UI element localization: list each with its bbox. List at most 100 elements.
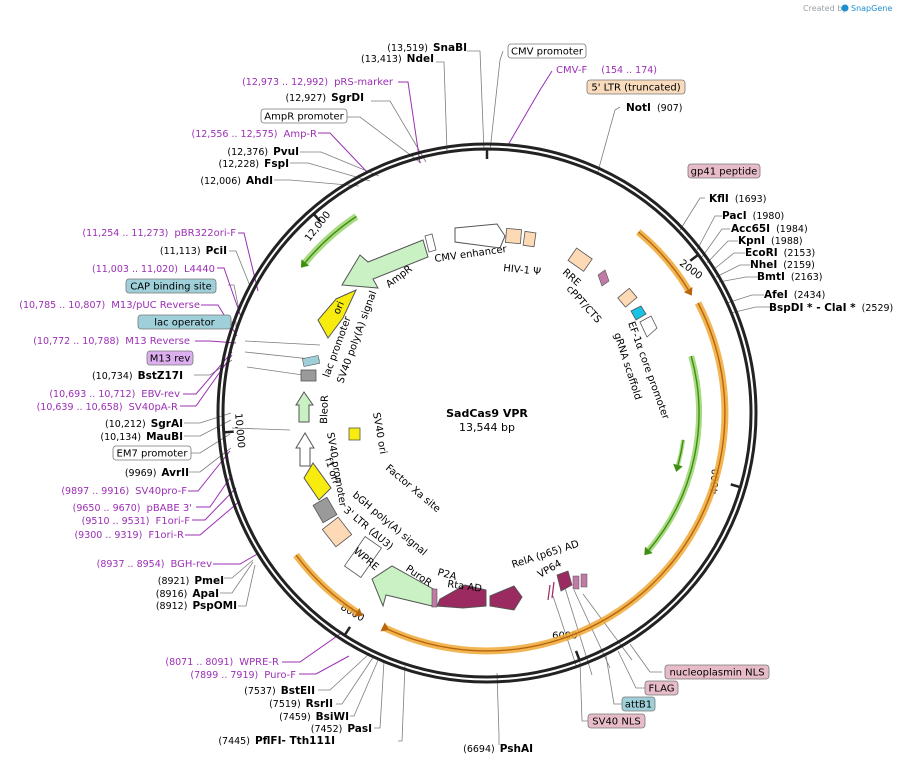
enzyme-site-label: (12,927)SgrDI [285, 92, 364, 104]
feature-band-line [382, 302, 726, 652]
arrowhead-icon [354, 608, 363, 617]
enzyme-site-label: KpnI(1988) [738, 235, 803, 247]
tick-mark [223, 430, 234, 434]
enzyme-site-label: (7459)BsiWI [279, 711, 349, 723]
primer-label: (12,973 .. 12,992)pRS-marker [242, 77, 394, 88]
label-ori: ori [332, 300, 347, 316]
rre-box [567, 247, 593, 272]
feature-box [146, 350, 194, 366]
feature-box-label: SV40 NLS [592, 717, 641, 728]
enzyme-site-label: AfeI(2434) [764, 289, 825, 301]
primer-labels: (12,973 .. 12,992)pRS-marker (12,556 .. 1… [19, 65, 657, 681]
feature-box-label: CMV promoter [511, 47, 584, 58]
enzyme-site-label: (12,376)PvuI [227, 146, 299, 158]
enzyme-site-label: (7537)BstEII [244, 685, 315, 697]
label-rta-ad: Rta AD [447, 579, 483, 595]
enzyme-site-label: (10,212)SgrAI [105, 418, 183, 430]
feature-box [664, 664, 770, 680]
ampr-arrow [341, 239, 429, 289]
feature-band-line [648, 355, 700, 551]
feature-box-label: 5' LTR (truncated) [591, 83, 680, 94]
tick-mark [312, 213, 322, 223]
label-hiv-psi: HIV-1 Ψ [503, 263, 542, 278]
feature-box-label: AmpR promoter [264, 112, 344, 123]
gp41-arrow [597, 269, 610, 287]
nls-box-1 [572, 575, 580, 590]
feature-box [112, 445, 192, 461]
cppt-box [617, 287, 638, 308]
primer-label: (11,003 .. 11,020)L4440 [92, 264, 215, 275]
enzyme-site-label: NotI(907) [626, 102, 682, 114]
hiv-psi-box-2 [522, 230, 537, 248]
enzyme-site-label: (12,006)AhdI [200, 175, 273, 187]
ef1a-arrow [630, 305, 647, 321]
enzyme-site-label: EcoRI(2153) [745, 247, 815, 259]
tick-label: 10,000 [232, 413, 246, 449]
feature-band-line [677, 439, 684, 466]
label-factor-xa: Factor Xa site [383, 463, 442, 515]
tick-mark [730, 483, 741, 489]
primer-label: (8937 .. 8954)BGH-rev [97, 559, 212, 570]
hiv-psi-box [504, 227, 523, 245]
primer-label: (8071 .. 8091)WPRE-R [165, 657, 279, 668]
feature-arcs [293, 213, 729, 655]
label-sv40-ori: SV40 ori [370, 412, 388, 455]
enzyme-site-label: BmtI(2163) [757, 271, 822, 283]
enzyme-site-label: BspDI * - ClaI *(2529) [769, 302, 893, 314]
rta-ad-arrow [436, 584, 487, 609]
snapgene-logo-icon [841, 4, 849, 12]
enzyme-site-label: (8916)ApaI [156, 588, 219, 600]
enzyme-labels: (13,519)SnaBI(13,413)NdeI (12,927)SgrDI (1… [92, 42, 893, 755]
ampr-promoter-arrow [424, 233, 437, 253]
primer-label: (12,556 .. 12,575)Amp-R [192, 129, 318, 140]
flag-line-2 [547, 584, 551, 601]
bgh-box [312, 496, 338, 524]
feature-box-label: lac operator [154, 318, 215, 329]
enzyme-site-label: (13,519)SnaBI [387, 42, 467, 54]
feature-band-line [295, 554, 358, 613]
enzyme-site-label: KflI(1693) [709, 193, 766, 205]
primer-label: CMV-F(154 .. 174) [556, 65, 657, 76]
feature-band-line [637, 231, 689, 290]
created-by-label: Created by [803, 4, 847, 13]
enzyme-site-label: (7452)PasI [311, 723, 372, 735]
feature-box [507, 43, 587, 59]
primer-label: (10,785 .. 10,807)M13/pUC Reverse [19, 300, 200, 311]
p2a-box [431, 588, 438, 608]
arrowhead-icon [380, 622, 389, 632]
plasmid-length: 13,544 bp [459, 421, 515, 434]
ori-arrow [317, 288, 358, 339]
feature-box [586, 79, 686, 95]
tick-mark [343, 626, 352, 636]
primer-label: (7899 .. 7919)Puro-F [190, 670, 296, 681]
enzyme-site-label: (10,734)BstZ17I [92, 370, 183, 382]
feature-box-label: M13 rev [150, 354, 191, 365]
label-bleor: BleoR [319, 395, 331, 424]
vp64-arrow [556, 570, 573, 592]
primer-label: (9510 .. 9531)F1ori-F [82, 516, 191, 527]
enzyme-site-label: (9969)AvrII [125, 467, 189, 479]
label-cppt: cPPT/CTS [564, 284, 603, 326]
enzyme-site-label: (12,228)FspI [218, 158, 289, 170]
inner-features [295, 223, 658, 611]
enzyme-site-label: (13,413)NdeI [361, 53, 434, 65]
enzyme-site-label: (7445)PflFI- Tth111I [218, 735, 335, 747]
primer-label: (11,254 .. 11,273)pBR322ori-F [82, 228, 236, 239]
snapgene-brand: SnapGene [851, 4, 892, 13]
bleor-arrow [295, 391, 314, 423]
enzyme-site-label: (11,113)PciI [160, 245, 227, 257]
primer-label: (9897 .. 9916)SV40pro-F [61, 486, 187, 497]
label-cmv-enhancer: CMV enhancer [434, 244, 508, 265]
grna-arrow [639, 315, 658, 338]
rela-arrow [489, 585, 523, 611]
feature-box [621, 696, 656, 712]
arrowhead-icon [683, 286, 693, 296]
enzyme-site-label: NheI(2159) [750, 259, 815, 271]
tick-mark [574, 650, 581, 661]
wpre-box [343, 535, 383, 579]
cmv-enhancer-arrow [454, 223, 506, 249]
feature-box [137, 314, 232, 330]
backbone-outer [216, 142, 758, 684]
enzyme-site-label: (6694)PshAI [463, 743, 533, 755]
